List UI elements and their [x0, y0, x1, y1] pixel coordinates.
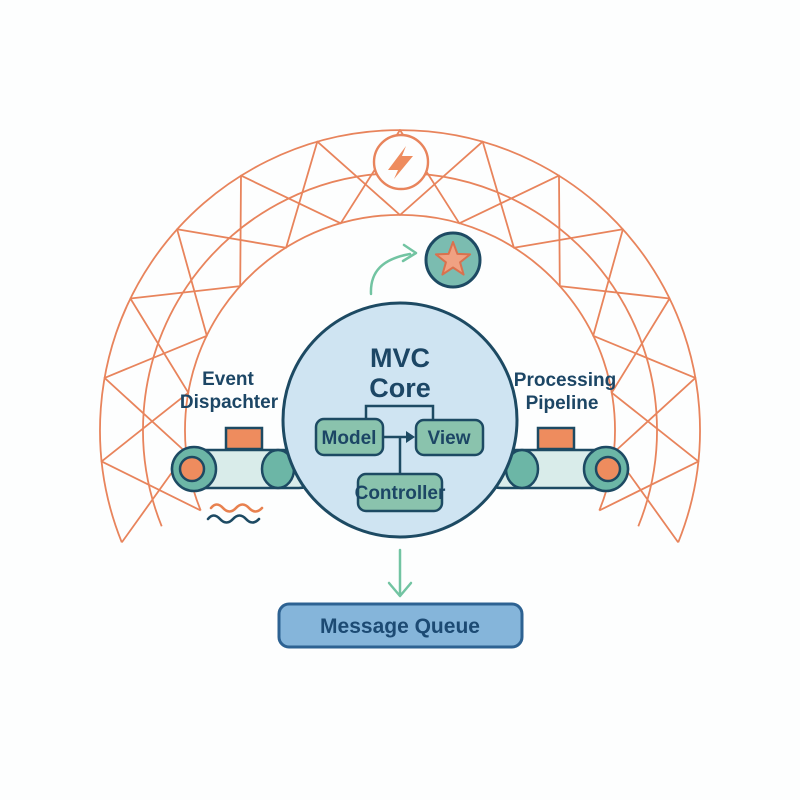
- curved-arrowhead: [401, 243, 418, 263]
- mvc-core: MVC Core Model View Controller: [281, 301, 519, 539]
- processing-pipeline-label-line2: Pipeline: [526, 393, 599, 414]
- view-box-label: View: [428, 428, 471, 449]
- model-view-bracket: [364, 404, 435, 420]
- lightning-icon: [388, 146, 413, 179]
- message-queue-box: [277, 602, 524, 649]
- processing-pipeline-label: Processing Pipeline: [514, 370, 616, 414]
- curved-arrow-icon: [369, 252, 412, 296]
- controller-box: [356, 472, 444, 513]
- model-box-label: Model: [322, 428, 377, 449]
- package-box: [224, 426, 264, 451]
- event-dispatcher-label-line2: Dispachter: [180, 392, 279, 413]
- wavy-lines: [206, 503, 264, 524]
- event-dispatcher-label-line1: Event: [202, 369, 254, 390]
- navy-wave: [206, 514, 261, 524]
- package-box: [536, 426, 576, 451]
- roller-hub: [594, 455, 622, 483]
- mvc-core-circle: [281, 301, 519, 539]
- controller-box-label: Controller: [355, 483, 446, 504]
- message-queue-label: Message Queue: [320, 615, 480, 638]
- model-box: [314, 417, 385, 457]
- down-arrowhead: [387, 581, 413, 598]
- view-box: [414, 418, 485, 457]
- star-badge: [369, 231, 482, 296]
- orange-wave: [209, 503, 264, 513]
- message-queue: Message Queue: [277, 548, 524, 649]
- processing-pipeline-conveyor: [480, 426, 630, 493]
- star-icon: [434, 241, 472, 276]
- processing-pipeline-label-line1: Processing: [514, 370, 616, 391]
- core-title-line2: Core: [369, 373, 431, 403]
- event-dispatcher-label: Event Dispachter: [180, 369, 279, 413]
- dome-lattice: [99, 129, 701, 543]
- roller-hub: [178, 455, 206, 483]
- core-title-line1: MVC: [370, 343, 430, 373]
- lightning-badge: [372, 133, 430, 191]
- model-view-arrowhead: [406, 431, 415, 443]
